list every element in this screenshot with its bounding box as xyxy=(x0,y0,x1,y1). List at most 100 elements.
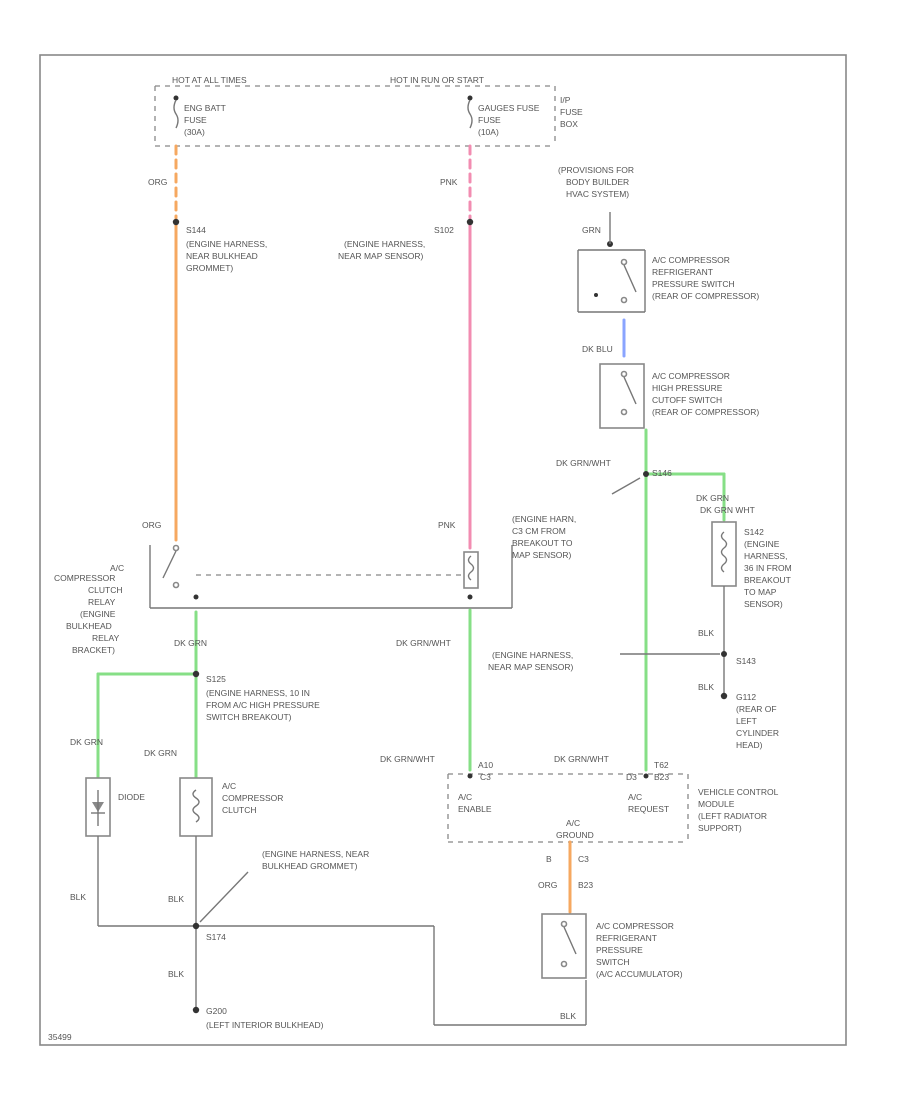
fuse-box-label-2: FUSE xyxy=(560,107,583,117)
blk-label-bottom: BLK xyxy=(560,1011,576,1021)
low-pressure-switch-1: A/C COMPRESSOR xyxy=(652,255,730,265)
pin-c3-label: C3 xyxy=(578,854,589,864)
s102-desc-2: NEAR MAP SENSOR) xyxy=(338,251,424,261)
g112-desc-2: LEFT xyxy=(736,716,757,726)
pnk-wire-circuit: PNK S102 (ENGINE HARNESS, NEAR MAP SENSO… xyxy=(338,144,576,560)
eng-harn-map-2: NEAR MAP SENSOR) xyxy=(488,662,574,672)
dk-grn-wht-label-4: DK GRN/WHT xyxy=(554,754,609,764)
s125-label: S125 xyxy=(206,674,226,684)
eng-harn-c3-1: (ENGINE HARN, xyxy=(512,514,576,524)
relay-coil xyxy=(463,551,479,589)
low-pressure-switch-3: PRESSURE SWITCH xyxy=(652,279,735,289)
vcm-request-1: A/C xyxy=(628,792,642,802)
vcm-enable-1: A/C xyxy=(458,792,472,802)
provisions-2: BODY BUILDER xyxy=(566,177,629,187)
s142-resistor xyxy=(711,521,737,587)
g200-desc: (LEFT INTERIOR BULKHEAD) xyxy=(206,1020,324,1030)
s174-label: S174 xyxy=(206,932,226,942)
s144-desc-2: NEAR BULKHEAD xyxy=(186,251,258,261)
blk-label-clutch: BLK xyxy=(168,894,184,904)
vcm-label-2: MODULE xyxy=(698,799,735,809)
dk-grn-label-s142-1: DK GRN xyxy=(696,493,729,503)
low-pressure-switch-4: (REAR OF COMPRESSOR) xyxy=(652,291,759,301)
s174-splice xyxy=(192,922,200,930)
vcm-pin-a: A10 xyxy=(478,760,493,770)
pnk-wire-label-bottom: PNK xyxy=(438,520,456,530)
vehicle-control-module: A10 C3 D3 T62 B23 A/C ENABLE A/C REQUEST… xyxy=(447,760,779,843)
dk-grn-label-clutch: DK GRN xyxy=(144,748,177,758)
g112-desc-1: (REAR OF xyxy=(736,704,777,714)
vcm-label-3: (LEFT RADIATOR xyxy=(698,811,767,821)
blk-label-s143-2: BLK xyxy=(698,682,714,692)
vcm-label-1: VEHICLE CONTROL xyxy=(698,787,779,797)
pin-b23-label: B23 xyxy=(578,880,593,890)
pressure-switch-circuit: (PROVISIONS FOR BODY BUILDER HVAC SYSTEM… xyxy=(488,165,792,772)
g112-desc-4: HEAD) xyxy=(736,740,763,750)
clutch-relay-label-6: BULKHEAD xyxy=(66,621,112,631)
g200-label: G200 xyxy=(206,1006,227,1016)
s142-desc-3: 36 IN FROM xyxy=(744,563,792,573)
clutch-label-2: COMPRESSOR xyxy=(222,793,283,803)
eng-harn-c3-2: C3 CM FROM xyxy=(512,526,566,536)
dk-grn-wht-label-3: DK GRN/WHT xyxy=(556,458,611,468)
high-pressure-switch xyxy=(599,363,645,429)
low-pressure-switch-2: REFRIGERANT xyxy=(652,267,713,277)
dk-grn-label-1a: DK GRN xyxy=(174,638,207,648)
fuse2-label-1: GAUGES FUSE xyxy=(478,103,540,113)
vcm-conn-a: C3 xyxy=(480,772,491,782)
s102-splice xyxy=(466,218,474,226)
clutch-relay-label-5: (ENGINE xyxy=(80,609,116,619)
grn-wire-label: GRN xyxy=(582,225,601,235)
high-pressure-switch-3: CUTOFF SWITCH xyxy=(652,395,722,405)
s142-label: S142 xyxy=(744,527,764,537)
fuse1-label-2: FUSE xyxy=(184,115,207,125)
org-wire-label-top: ORG xyxy=(148,177,167,187)
fuse-block: HOT AT ALL TIMES HOT IN RUN OR START I/P… xyxy=(154,75,583,147)
dk-grn-wht-label-1: DK GRN/WHT xyxy=(396,638,451,648)
s142-desc-2: HARNESS, xyxy=(744,551,787,561)
g200-ground xyxy=(192,1006,200,1014)
clutch-label-1: A/C xyxy=(222,781,236,791)
dk-grn-label-s142-2: DK GRN WHT xyxy=(700,505,755,515)
s146-label: S146 xyxy=(652,468,672,478)
ac-pressure-switch-4: SWITCH xyxy=(596,957,630,967)
clutch-relay-label-3: CLUTCH xyxy=(88,585,122,595)
blk-label-s143-1: BLK xyxy=(698,628,714,638)
g112-desc-3: CYLINDER xyxy=(736,728,779,738)
vcm-pin-c: T62 xyxy=(654,760,669,770)
clutch-relay-label-2: COMPRESSOR xyxy=(54,573,115,583)
ac-ground-label-1: A/C xyxy=(566,818,580,828)
org-wire-label-ac: ORG xyxy=(538,880,557,890)
ac-pressure-switch-3: PRESSURE xyxy=(596,945,643,955)
pin-b-label: B xyxy=(546,854,552,864)
clutch-relay: A/C COMPRESSOR CLUTCH RELAY (ENGINE BULK… xyxy=(54,544,513,655)
clutch-relay-label-4: RELAY xyxy=(88,597,116,607)
eng-harn-bulk-1: (ENGINE HARNESS, NEAR xyxy=(262,849,369,859)
provisions-1: (PROVISIONS FOR xyxy=(558,165,634,175)
g112-ground xyxy=(720,692,728,700)
vcm-enable-circuit: DK GRN/WHT DK GRN/WHT xyxy=(380,608,472,772)
vcm-label-4: SUPPORT) xyxy=(698,823,742,833)
clutch-relay-label-1: A/C xyxy=(110,563,124,573)
pnk-wire-label-top: PNK xyxy=(440,177,458,187)
s125-desc-1: (ENGINE HARNESS, 10 IN xyxy=(206,688,310,698)
dk-blu-label: DK BLU xyxy=(582,344,613,354)
eng-harn-c3-3: BREAKOUT TO xyxy=(512,538,573,548)
eng-harn-map-1: (ENGINE HARNESS, xyxy=(492,650,573,660)
blk-label-diode: BLK xyxy=(70,892,86,902)
s144-desc-1: (ENGINE HARNESS, xyxy=(186,239,267,249)
diode-label: DIODE xyxy=(118,792,145,802)
high-pressure-switch-2: HIGH PRESSURE xyxy=(652,383,723,393)
vcm-enable-2: ENABLE xyxy=(458,804,492,814)
clutch-label-3: CLUTCH xyxy=(222,805,256,815)
s142-desc-4: BREAKOUT xyxy=(744,575,791,585)
dk-grn-label-diode: DK GRN xyxy=(70,737,103,747)
s143-label: S143 xyxy=(736,656,756,666)
accumulator-switch-circuit: A/C GROUND B C3 ORG B23 A/C COMPRESSOR R… xyxy=(538,818,683,979)
ac-pressure-switch-2: REFRIGERANT xyxy=(596,933,657,943)
vcm-pin-b: D3 xyxy=(626,772,637,782)
s125-desc-3: SWITCH BREAKOUT) xyxy=(206,712,292,722)
clutch-circuit: DK GRN S125 (ENGINE HARNESS, 10 IN FROM … xyxy=(70,610,587,1030)
s102-label: S102 xyxy=(434,225,454,235)
